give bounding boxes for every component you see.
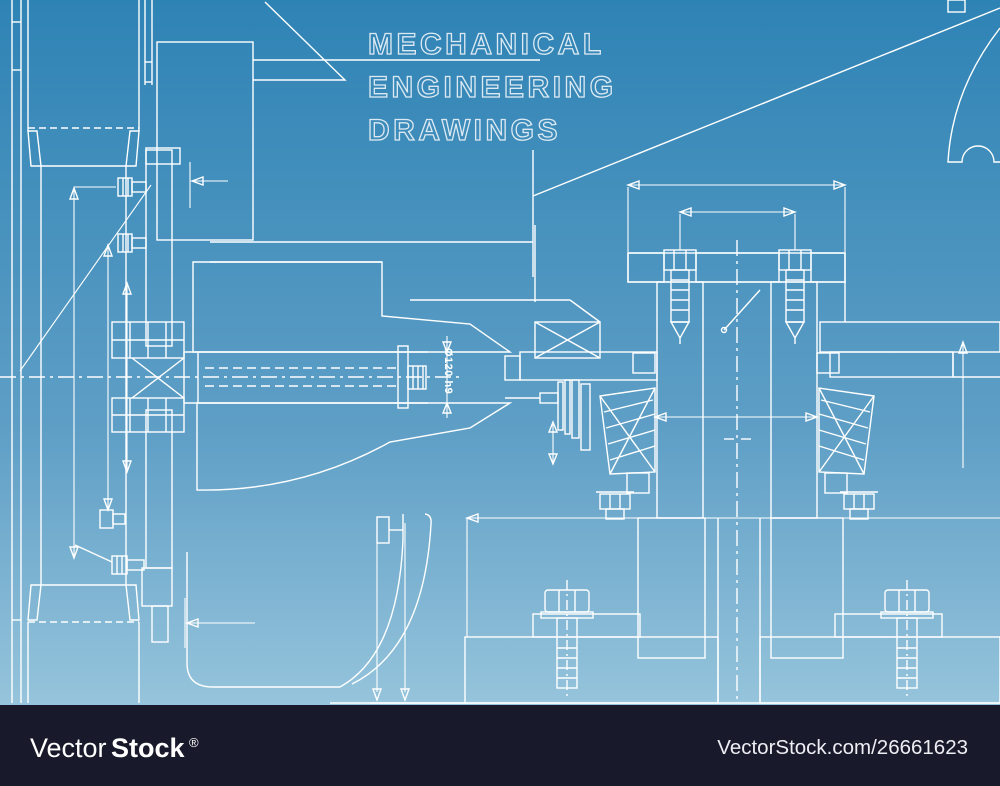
watermark-bar: Vector Stock ® VectorStock.com/26661623 <box>0 705 1000 786</box>
roof-diagonal-line <box>532 7 1000 197</box>
cap-screw <box>663 249 697 344</box>
gear-housing-box <box>156 41 254 241</box>
vectorstock-url: VectorStock.com/26661623 <box>717 736 968 759</box>
hub-bearing-stack <box>111 321 185 433</box>
logo-stock: Stock <box>111 733 186 763</box>
shim-stack <box>505 379 591 451</box>
title-line-1: MECHANICAL <box>368 28 605 61</box>
foundation-bolt <box>880 580 934 700</box>
flange-bolt <box>99 509 126 529</box>
left-dimensions: Ø120 h9 <box>19 162 456 703</box>
watermark-bar-background <box>0 705 1000 786</box>
flange-bolt <box>74 544 145 575</box>
logo-vector: Vector <box>30 733 107 763</box>
title-line-2: ENGINEERING <box>368 71 617 104</box>
cam-arc-outline <box>947 27 1000 163</box>
housing-bottom-outline <box>186 552 340 688</box>
locknut <box>840 491 878 520</box>
flange-bolt <box>117 177 147 197</box>
flange-bolt <box>117 233 147 253</box>
shaft-diameter-label: Ø120 h9 <box>442 348 454 394</box>
bore-dimension <box>652 412 820 422</box>
blade-outer-curve <box>351 513 432 685</box>
tapered-roller-bearing <box>599 387 656 475</box>
top-dimensions <box>625 180 848 252</box>
lower-housing-section <box>196 402 513 491</box>
gap-dimension <box>547 420 559 466</box>
cap-screw <box>778 249 812 344</box>
base-dimension <box>464 339 1000 637</box>
bearing-cage <box>632 352 656 374</box>
blade-inner-curve <box>339 514 404 688</box>
vectorstock-logo: Vector Stock ® <box>30 733 199 763</box>
registered-mark: ® <box>189 735 199 750</box>
title-line-3: DRAWINGS <box>368 114 561 147</box>
tapered-roller-bearing <box>818 387 875 475</box>
title-block: MECHANICAL ENGINEERING DRAWINGS <box>367 27 617 147</box>
right-assembly-spindle <box>370 0 1000 704</box>
locknut <box>596 491 634 520</box>
foundation-bolt <box>540 580 594 700</box>
bearing-cage <box>816 352 840 374</box>
